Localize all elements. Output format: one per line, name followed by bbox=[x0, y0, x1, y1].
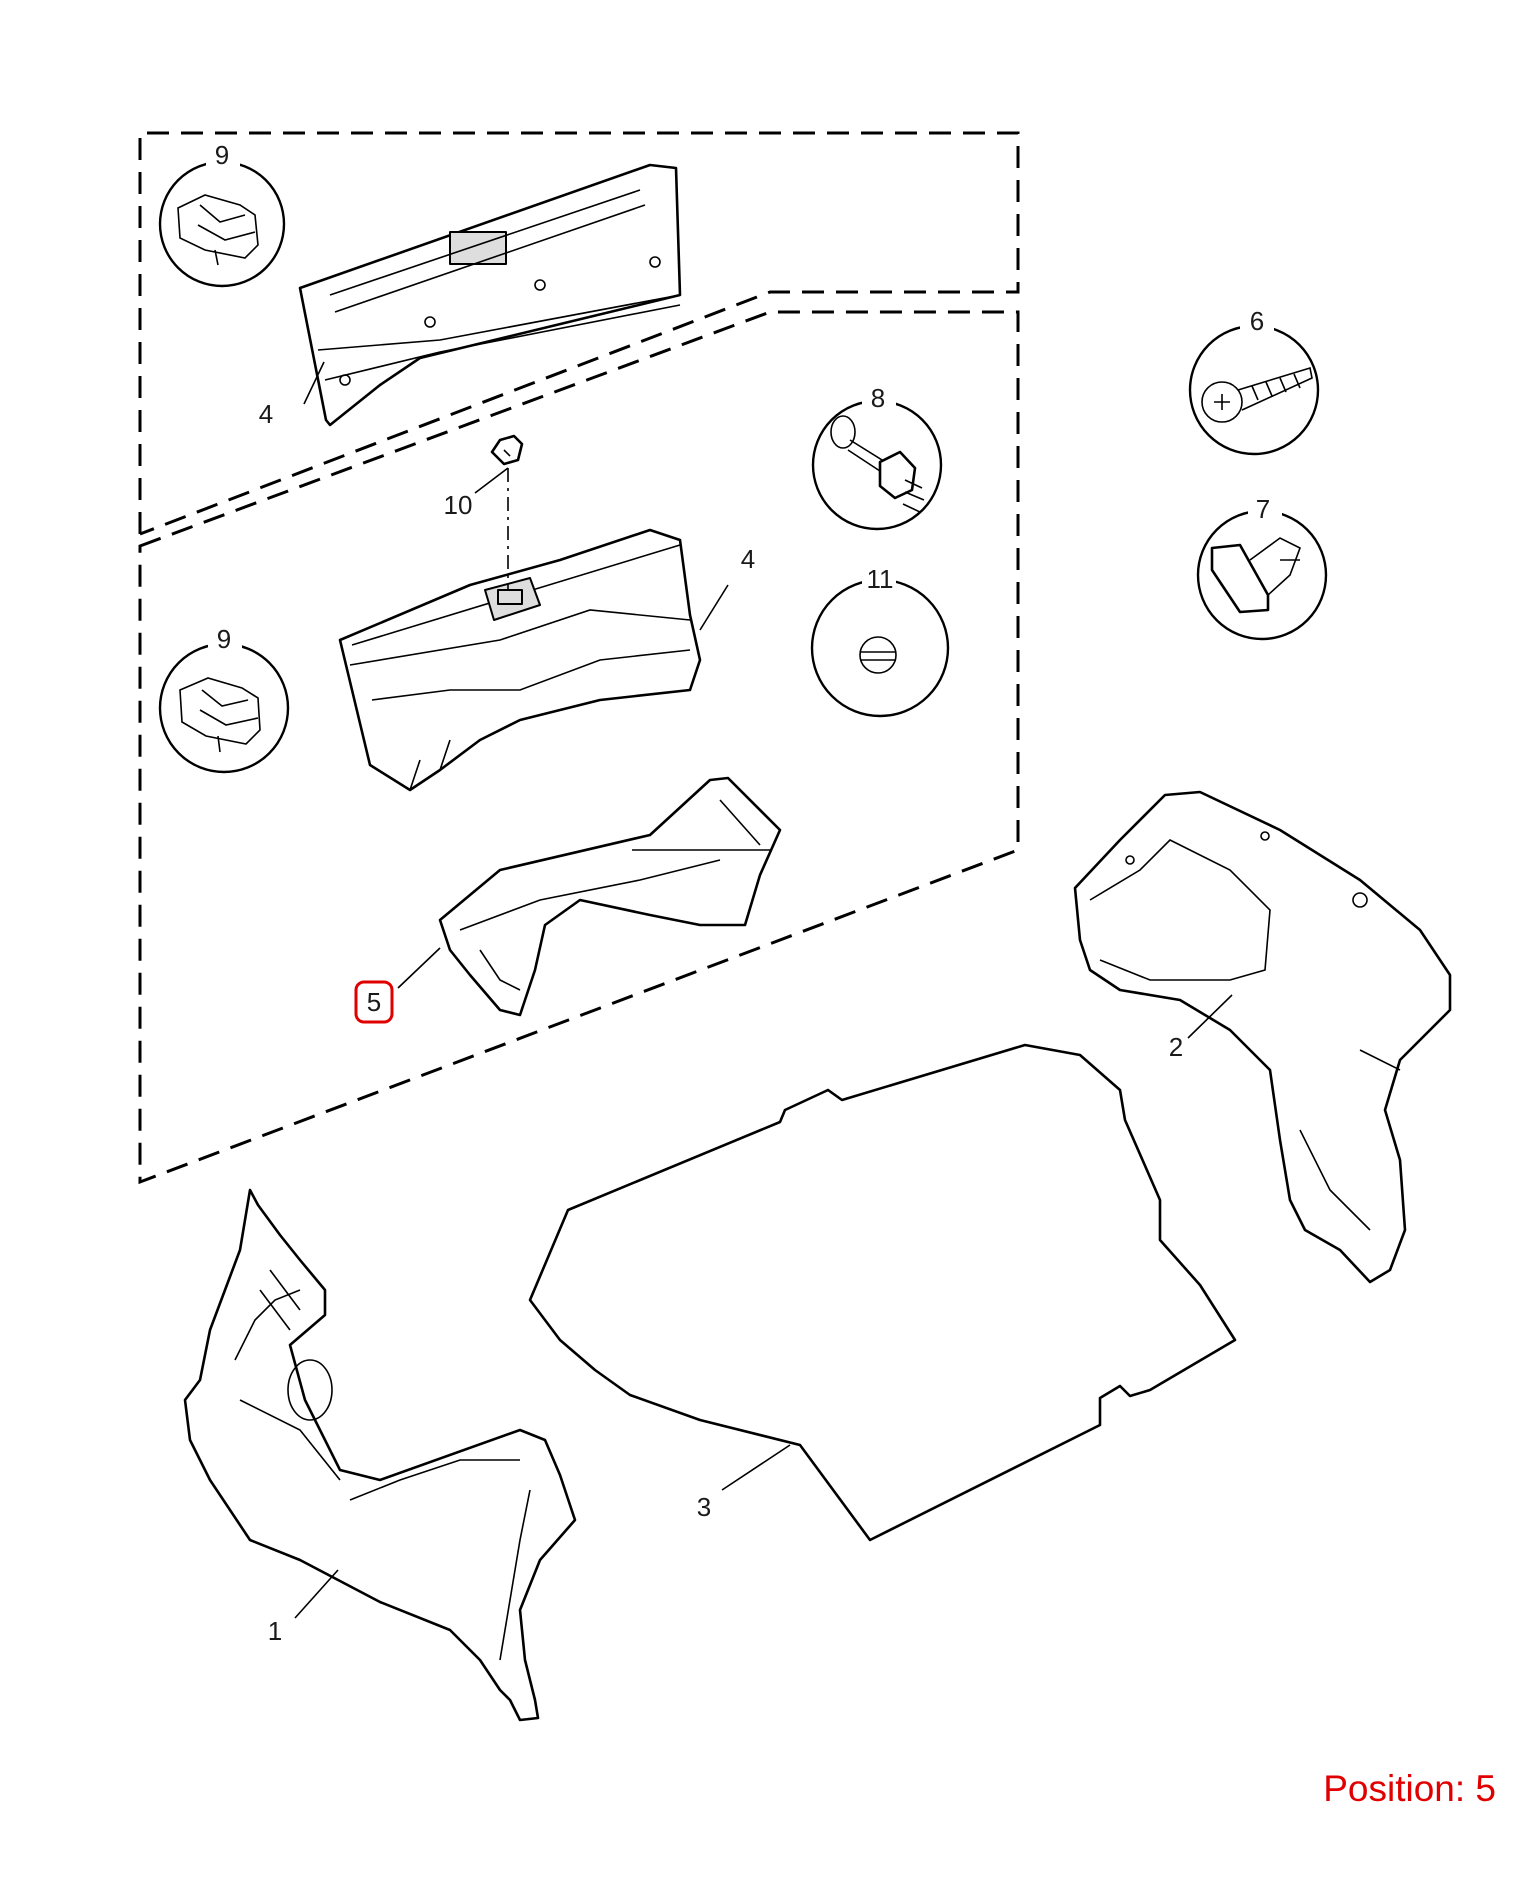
callout-10: 10 bbox=[444, 490, 473, 520]
part-5-tray[interactable] bbox=[438, 776, 782, 1017]
part-1-left-side-trim[interactable] bbox=[183, 1188, 577, 1722]
callout-1: 1 bbox=[268, 1616, 282, 1646]
callout-4-top: 4 bbox=[259, 399, 273, 429]
detail-circle-9-top[interactable] bbox=[158, 148, 286, 288]
detail-circle-11[interactable] bbox=[810, 568, 950, 718]
selected-callout-frame bbox=[354, 980, 394, 1024]
part-4-upper-sill-panel[interactable] bbox=[298, 163, 682, 427]
callout-2: 2 bbox=[1169, 1032, 1183, 1062]
callout-9-top: 9 bbox=[215, 140, 229, 170]
detail-circle-7[interactable] bbox=[1196, 497, 1328, 641]
lower-group-outline bbox=[138, 310, 1020, 1185]
part-4-middle-sill-trim[interactable] bbox=[338, 528, 702, 792]
leader-lines bbox=[294, 361, 1233, 1619]
callout-8: 8 bbox=[871, 383, 885, 413]
callout-3: 3 bbox=[697, 1492, 711, 1522]
part-10-clip[interactable] bbox=[490, 434, 524, 466]
callout-6: 6 bbox=[1250, 306, 1264, 336]
part-3-floor-mat[interactable] bbox=[528, 1043, 1237, 1542]
detail-circle-9-middle[interactable] bbox=[158, 630, 290, 774]
callout-11: 11 bbox=[867, 564, 894, 594]
callout-7: 7 bbox=[1256, 494, 1270, 524]
position-label: Position: 5 bbox=[1323, 1768, 1496, 1809]
callout-5[interactable]: 5 bbox=[367, 987, 381, 1017]
detail-circle-8[interactable] bbox=[811, 388, 943, 531]
detail-circle-6[interactable] bbox=[1188, 312, 1320, 456]
part-2-right-side-trim[interactable] bbox=[1073, 790, 1452, 1284]
callout-4-middle: 4 bbox=[741, 544, 755, 574]
callout-9-middle: 9 bbox=[217, 624, 231, 654]
